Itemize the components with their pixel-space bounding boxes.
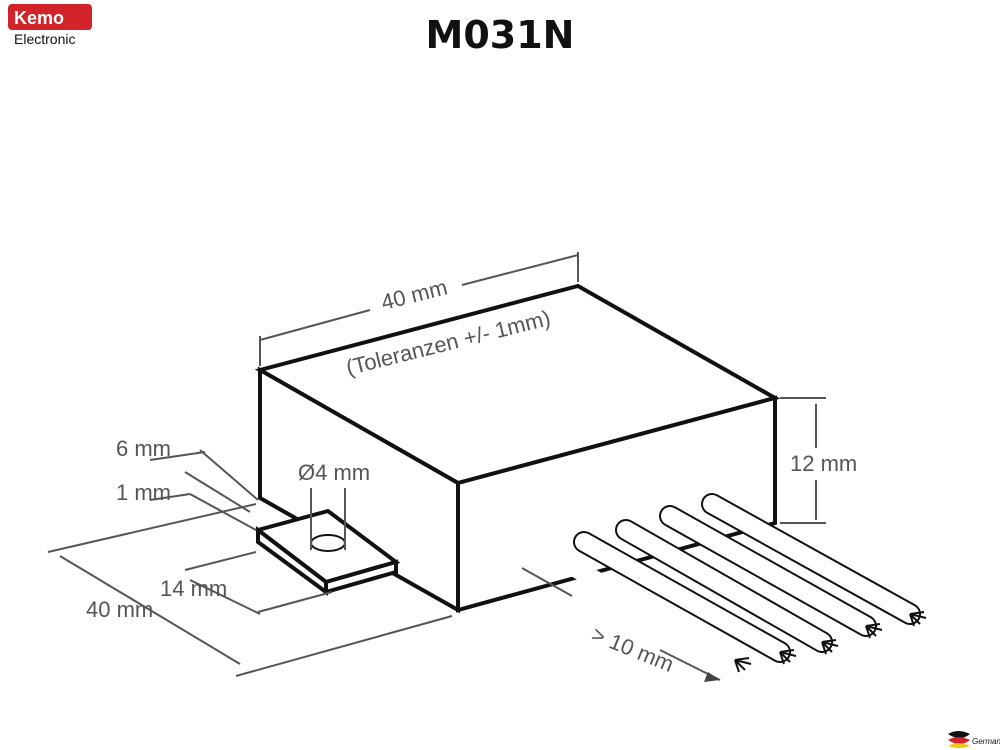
mounting-tab [253, 508, 401, 596]
wires [531, 493, 927, 673]
wire [659, 505, 883, 639]
dimension-lines [47, 252, 826, 682]
dim-tab-width: 6 mm [116, 436, 171, 461]
germany-badge: Germany [948, 731, 1000, 748]
module-box [254, 283, 781, 614]
dim-width: 40 mm [379, 274, 450, 315]
wire [531, 539, 752, 673]
dim-tab-length: 14 mm [160, 576, 227, 601]
dim-hole: Ø4 mm [298, 460, 370, 485]
wire [573, 531, 797, 665]
mounting-hole [310, 534, 346, 552]
page-title: M031N [426, 13, 575, 57]
logo-sub: Electronic [14, 31, 75, 47]
dim-wire-length: > 10 mm [588, 621, 677, 676]
dim-depth: 40 mm [86, 597, 153, 622]
dim-height: 12 mm [790, 451, 857, 476]
dim-tab-thickness: 1 mm [116, 480, 171, 505]
wire [615, 519, 839, 655]
logo-brand: Kemo [14, 8, 64, 28]
country-label: Germany [972, 737, 1000, 746]
wire [701, 493, 927, 627]
kemo-logo: Kemo Electronic [8, 4, 92, 47]
